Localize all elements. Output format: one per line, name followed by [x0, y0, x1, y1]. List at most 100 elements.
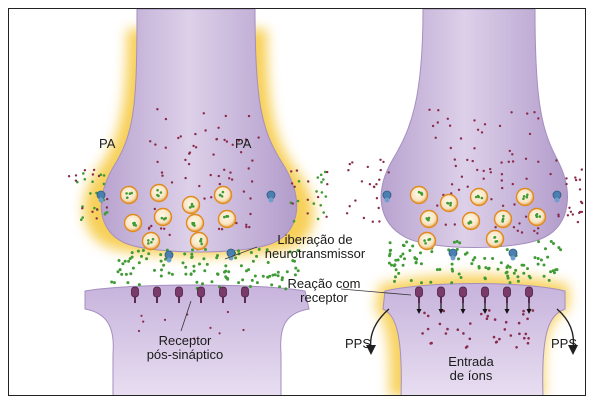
ion-dot: [462, 332, 465, 335]
ion-dot: [525, 333, 528, 336]
ion-dot: [226, 140, 228, 142]
vesicle: [125, 215, 142, 232]
nt-dot: [104, 213, 107, 216]
nt-dot: [450, 281, 453, 284]
nt-dot: [460, 276, 463, 279]
ion-dot: [481, 131, 483, 133]
ion-dot: [450, 147, 452, 149]
ion-dot: [454, 158, 456, 160]
nt-dot: [270, 283, 273, 286]
nt-dot: [399, 255, 402, 258]
ion-dot: [525, 178, 527, 180]
nt-dot: [388, 254, 391, 257]
receptor-body: [504, 287, 511, 297]
ion-dot: [423, 312, 426, 315]
ion-dot: [223, 139, 225, 141]
nt-dot: [297, 200, 300, 203]
nt-dot: [124, 260, 127, 263]
ion-dot: [527, 337, 530, 340]
receptor-stem: [506, 297, 508, 303]
ion-dot: [150, 225, 152, 227]
ion-dot: [378, 179, 380, 181]
vesicle-nt: [526, 196, 529, 199]
receptor-body: [482, 287, 489, 297]
ion-dot: [354, 199, 356, 201]
nt-dot: [266, 276, 269, 279]
nt-dot: [210, 280, 213, 283]
vesicle: [143, 233, 160, 250]
nt-dot: [500, 261, 503, 264]
ion-dot: [326, 183, 328, 185]
ion-dot: [510, 111, 512, 113]
ion-dot: [106, 206, 108, 208]
nt-dot: [546, 256, 549, 259]
ion-dot: [361, 180, 363, 182]
ion-dot: [148, 227, 150, 229]
ion-dot: [526, 112, 528, 114]
nt-dot: [184, 273, 187, 276]
vesicle-nt: [450, 202, 453, 205]
ion-dot: [480, 313, 483, 316]
ion-dot: [437, 109, 439, 111]
receptor-body: [198, 287, 205, 297]
vesicle-nt: [469, 220, 472, 223]
ion-dot: [505, 321, 508, 324]
ion-dot: [513, 226, 515, 228]
calcium-channel: [165, 251, 173, 263]
ion-dot: [427, 315, 430, 318]
vesicle-nt: [539, 215, 542, 218]
ion-dot: [577, 221, 579, 223]
nt-dot: [251, 279, 254, 282]
ion-dot: [557, 215, 559, 217]
ion-dot: [446, 328, 449, 331]
nt-dot: [317, 218, 320, 221]
vesicle: [421, 211, 438, 228]
vesicle-nt: [428, 217, 431, 220]
ion-dot: [523, 337, 526, 340]
nt-dot: [91, 180, 94, 183]
vesicle-nt: [161, 217, 164, 220]
channel-pore: [167, 258, 172, 263]
ion-dot: [156, 161, 158, 163]
ion-dot: [249, 213, 251, 215]
nt-dot: [224, 264, 227, 267]
liberacao-line2: neurotransmissor: [253, 247, 377, 261]
ion-dot: [533, 230, 535, 232]
ion-dot: [447, 118, 449, 120]
ion-dot: [317, 196, 319, 198]
vesicle-nt: [522, 198, 525, 201]
ion-dot: [521, 231, 523, 233]
ion-dot: [484, 123, 486, 125]
ion-dot: [494, 226, 496, 228]
ion-dot: [242, 329, 244, 331]
nt-dot: [552, 242, 555, 245]
vesicle-membrane: [151, 185, 168, 202]
ion-dot: [81, 207, 83, 209]
channel-pore: [555, 198, 560, 203]
receptor-stem: [178, 297, 180, 303]
pps-label-left: PPS: [345, 337, 371, 351]
vesicle-nt: [425, 217, 428, 220]
nt-dot: [160, 268, 163, 271]
pa-label-left: PA: [99, 137, 115, 151]
ion-dot: [580, 201, 582, 203]
vesicle-nt: [418, 191, 421, 194]
receptor-body: [526, 287, 533, 297]
vesicle-nt: [501, 219, 504, 222]
nt-dot: [203, 269, 206, 272]
nt-dot: [262, 275, 265, 278]
nt-dot: [402, 264, 405, 267]
ion-dot: [578, 212, 580, 214]
nt-dot: [298, 180, 301, 183]
reacao-line2: receptor: [279, 291, 369, 305]
calcium-channel: [227, 249, 235, 261]
ion-dot: [165, 118, 167, 120]
synapse-diagram: [9, 9, 586, 396]
ion-dot: [493, 336, 496, 339]
ion-dot: [92, 173, 94, 175]
nt-dot: [129, 257, 132, 260]
nt-dot: [216, 272, 219, 275]
ion-dot: [486, 317, 489, 320]
nt-dot: [420, 281, 423, 284]
vesicle-membrane: [215, 187, 232, 204]
